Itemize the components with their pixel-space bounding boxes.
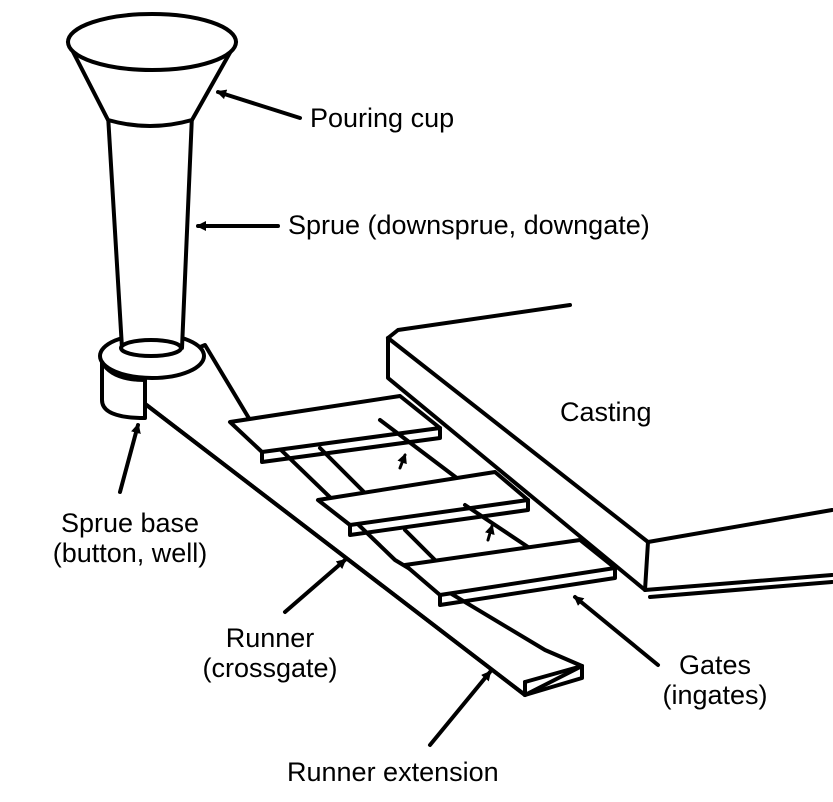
label-runner-extension: Runner extension [287,757,499,787]
gate-3 [403,538,617,607]
sprue-base-arrow [118,423,141,494]
casting-block [386,303,833,599]
label-runner: Runner (crossgate) [175,623,365,683]
runner-arrow [283,558,347,614]
label-gates-line2: (ingates) [662,680,768,710]
label-casting: Casting [560,397,652,427]
sprue [106,113,194,358]
pouring-cup [66,12,238,128]
flow-arrow-2 [484,524,495,542]
label-pouring-cup: Pouring cup [310,103,455,133]
label-sprue-base-line1: Sprue base [60,508,200,538]
gate-1 [228,394,472,510]
flow-arrow-1 [397,453,407,470]
pouring-cup-arrow [216,89,302,120]
label-sprue-base: Sprue base (button, well) [30,508,230,568]
label-gates: Gates (ingates) [640,650,790,710]
runner-extension-arrow [428,670,492,747]
label-sprue-base-line2: (button, well) [52,538,208,568]
gates-arrow [573,595,660,667]
label-runner-line2: (crossgate) [202,653,338,683]
label-sprue: Sprue (downsprue, downgate) [288,210,650,240]
label-runner-line1: Runner [225,623,315,653]
label-gates-line1: Gates [678,650,752,680]
